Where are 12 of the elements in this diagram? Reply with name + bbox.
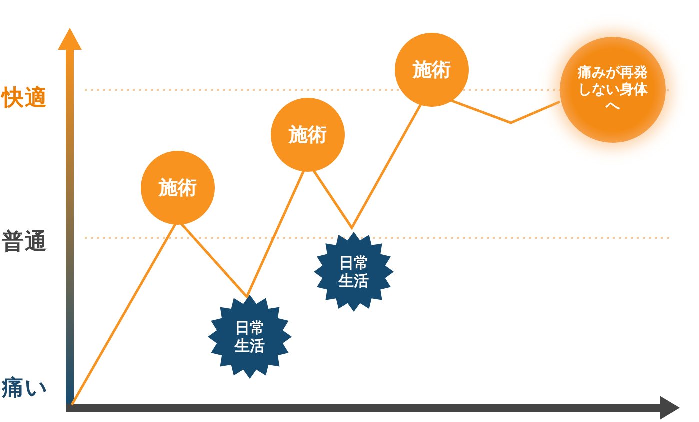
starburst-badge — [208, 295, 292, 379]
node-text: 日常生活 — [339, 254, 369, 290]
axis-level-label: 快適 — [0, 84, 49, 113]
axis-level-label: 普通 — [1, 228, 49, 257]
node-text: 日常生活 — [235, 319, 265, 355]
node-text: 痛みが再発しない身体へ — [578, 64, 648, 116]
goal-circle — [560, 37, 666, 143]
axis-level-label: 痛い — [0, 375, 50, 403]
node-text: 施術 — [289, 124, 327, 146]
starburst-badge — [314, 232, 394, 312]
node-text: 施術 — [159, 176, 197, 200]
node-text: 施術 — [413, 58, 451, 82]
